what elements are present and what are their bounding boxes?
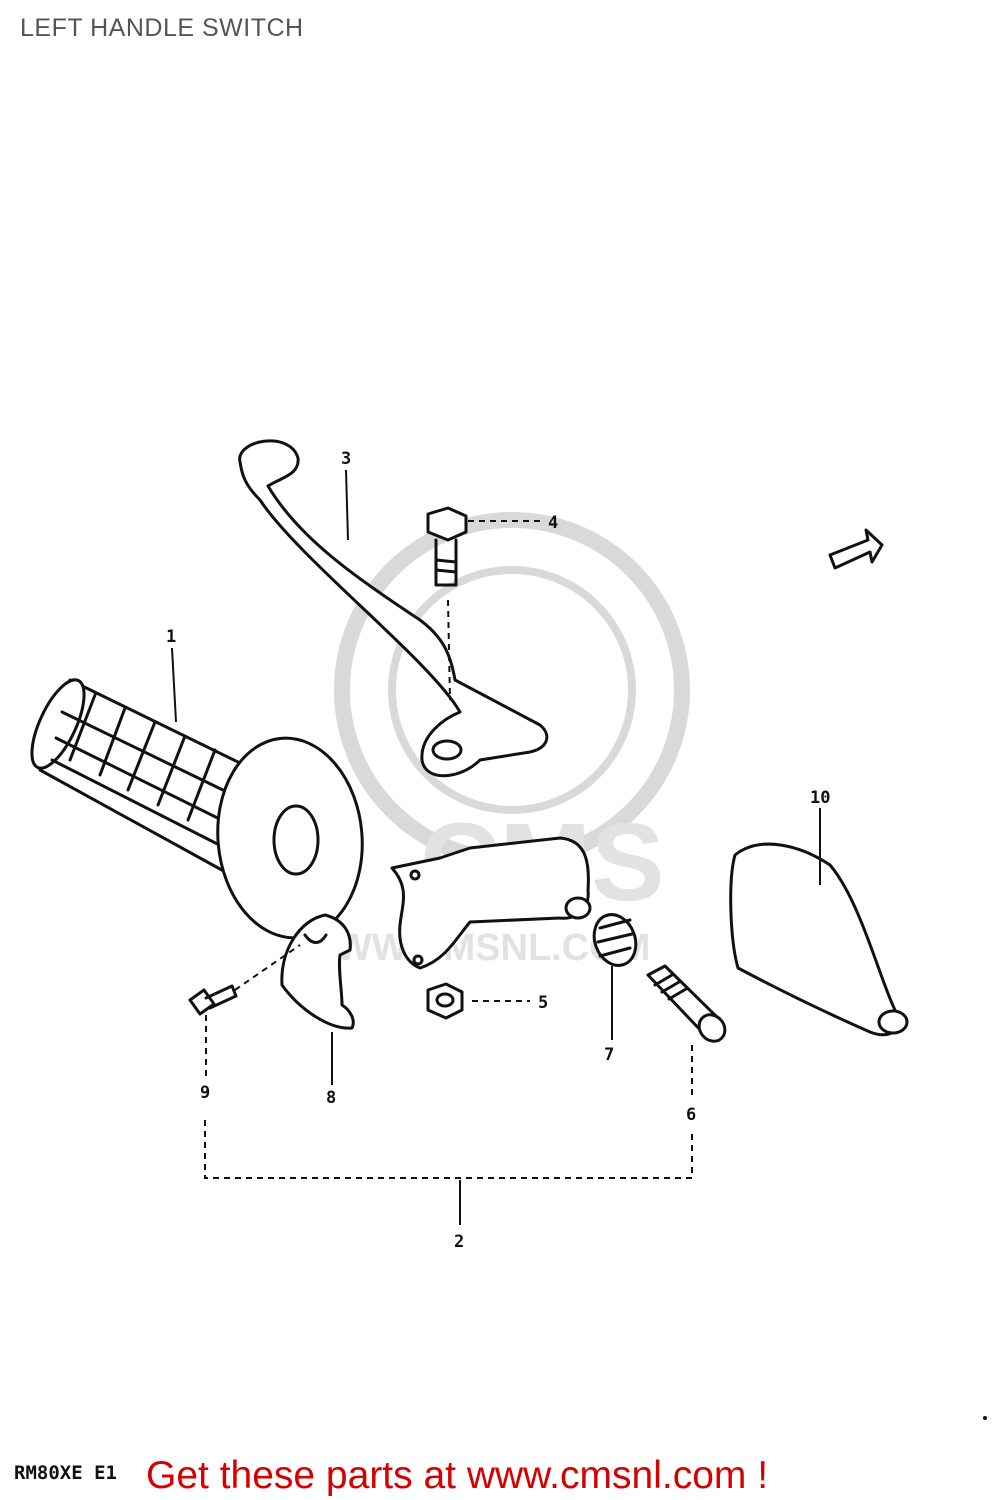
- part-label-7: 7: [604, 1045, 614, 1065]
- promo-banner-link[interactable]: Get these parts at www.cmsnl.com !: [146, 1454, 769, 1497]
- part-label-9: 9: [200, 1083, 210, 1103]
- part-label-2: 2: [454, 1232, 464, 1252]
- part-7-adjuster-locknut: [592, 913, 638, 967]
- part-3-clutch-lever: [238, 439, 549, 778]
- leader-lines: [171, 469, 821, 1225]
- page-title: LEFT HANDLE SWITCH: [20, 14, 304, 42]
- stray-dot: [983, 1416, 987, 1420]
- part-8-clamp: [280, 913, 355, 1030]
- part-5-nut: [426, 982, 464, 1020]
- part-label-3: 3: [341, 449, 351, 469]
- exploded-parts-diagram: CMS WWW.CMSNL.COM: [30, 439, 987, 1420]
- part-label-5: 5: [538, 993, 548, 1013]
- watermark-url: WWW.CMSNL.COM: [300, 927, 650, 969]
- part-9-screw: [188, 984, 238, 1016]
- part-4-pivot-bolt: [426, 506, 468, 587]
- part-10-lever-cover: [729, 842, 909, 1037]
- direction-arrow-icon: [828, 528, 884, 570]
- part-1-grip: [30, 678, 364, 940]
- part-label-1: 1: [166, 627, 176, 647]
- part-label-4: 4: [548, 513, 558, 533]
- part-label-6: 6: [686, 1105, 696, 1125]
- part-label-8: 8: [326, 1088, 336, 1108]
- part-label-10: 10: [810, 788, 830, 808]
- lever-holder-bracket: [390, 836, 592, 970]
- model-code: RM80XE E1: [14, 1462, 117, 1484]
- part-6-cable-adjuster: [646, 964, 727, 1043]
